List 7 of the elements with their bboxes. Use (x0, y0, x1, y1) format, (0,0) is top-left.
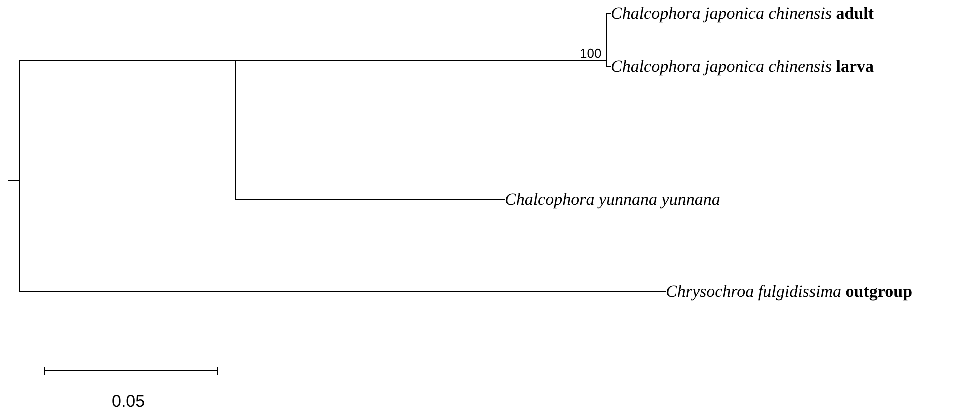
taxon-label: Chalcophora japonica chinensis larva (611, 57, 874, 77)
taxon-label: Chalcophora yunnana yunnana (505, 190, 720, 210)
taxon-label: Chrysochroa fulgidissima outgroup (666, 282, 913, 302)
scale-value: 0.05 (112, 394, 146, 410)
tree-branch (8, 180, 666, 292)
bootstrap-value: 100 (580, 46, 602, 62)
taxon-label: Chalcophora japonica chinensis adult (611, 4, 874, 24)
